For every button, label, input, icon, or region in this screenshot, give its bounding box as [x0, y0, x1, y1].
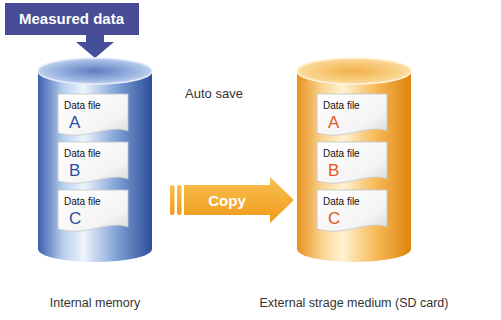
data-file-card: Data fileC — [58, 190, 128, 232]
paper-sheet — [317, 190, 387, 231]
banner-label: Measured data — [5, 3, 139, 35]
file-label: Data file — [317, 94, 387, 112]
paper-sheet — [317, 94, 387, 135]
cylinder-body — [38, 71, 152, 262]
arrow-label: Copy — [208, 192, 246, 209]
storage-caption: External strage medium (SD card) — [260, 296, 449, 310]
note-label: Auto save — [185, 86, 243, 101]
file-label: Data file — [317, 190, 387, 208]
data-file-card: Data fileA — [58, 94, 128, 136]
input-arrow — [76, 35, 114, 58]
cylinder-top — [38, 58, 152, 84]
file-letter: B — [317, 160, 387, 180]
file-label: Data file — [58, 94, 128, 112]
data-banner: Measured data — [5, 3, 139, 35]
file-letter: C — [317, 208, 387, 228]
file-letter: A — [317, 112, 387, 132]
file-letter: B — [58, 160, 128, 180]
copy-arrow — [170, 177, 294, 223]
storage-cylinder: Data fileAData fileBData fileCExternal s… — [297, 58, 411, 262]
file-letter: C — [58, 208, 128, 228]
data-file-card: Data fileB — [58, 142, 128, 184]
cylinder-body — [297, 71, 411, 262]
paper-sheet — [317, 142, 387, 183]
arrow-stripe — [170, 185, 175, 215]
paper-sheet — [58, 94, 128, 135]
data-file-card: Data fileA — [317, 94, 387, 136]
file-label: Data file — [317, 142, 387, 160]
paper-sheet — [58, 142, 128, 183]
arrow-body — [76, 35, 114, 58]
file-letter: A — [58, 112, 128, 132]
arrow-body — [184, 177, 294, 223]
data-file-card: Data fileC — [317, 190, 387, 232]
data-file-card: Data fileB — [317, 142, 387, 184]
paper-sheet — [58, 190, 128, 231]
cylinder-top — [297, 58, 411, 84]
storage-cylinder: Data fileAData fileBData fileCInternal m… — [38, 58, 152, 262]
file-label: Data file — [58, 190, 128, 208]
arrow-stripe — [177, 185, 182, 215]
file-label: Data file — [58, 142, 128, 160]
storage-caption: Internal memory — [50, 296, 140, 310]
